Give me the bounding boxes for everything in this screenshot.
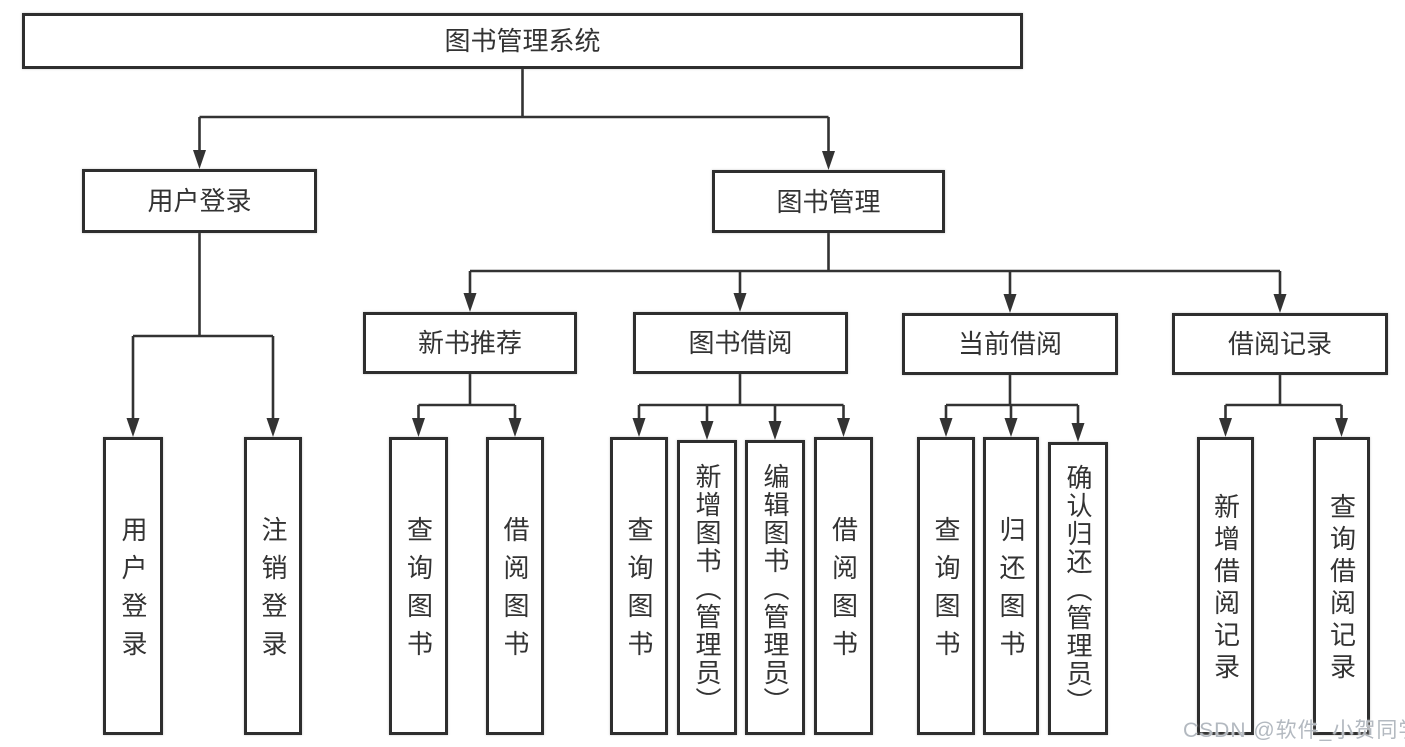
node-book-borrow: 图书借阅 — [633, 312, 848, 374]
node-cb-confirm-return-label: 确认归还（管理员） — [1063, 463, 1093, 716]
node-nb-borrow-books: 借阅图书 — [486, 437, 544, 735]
arrowhead — [412, 418, 425, 437]
node-bb-add-books: 新增图书（管理员） — [677, 440, 737, 735]
arrowhead — [939, 418, 953, 437]
node-cb-return-books: 归还图书 — [983, 437, 1039, 735]
node-book-borrow-label: 图书借阅 — [688, 328, 793, 358]
node-br-query-record: 查询借阅记录 — [1313, 437, 1370, 735]
node-user-login-label: 用户登录 — [147, 186, 252, 216]
arrowhead — [1003, 294, 1017, 313]
node-borrow-records: 借阅记录 — [1172, 313, 1388, 375]
arrowhead — [463, 293, 477, 312]
node-cb-confirm-return: 确认归还（管理员） — [1048, 442, 1108, 735]
node-nb-borrow-books-label: 借阅图书 — [500, 516, 530, 668]
node-cb-return-books-label: 归还图书 — [996, 516, 1026, 668]
arrowhead — [822, 151, 835, 170]
node-current-borrow: 当前借阅 — [902, 313, 1118, 375]
node-nb-query-books-label: 查询图书 — [403, 516, 434, 668]
arrowhead — [733, 293, 747, 312]
node-borrow-records-label: 借阅记录 — [1227, 329, 1332, 359]
node-cb-query-books: 查询图书 — [917, 437, 975, 735]
node-br-add-record-label: 新增借阅记录 — [1210, 493, 1241, 685]
node-new-book-recommend: 新书推荐 — [363, 312, 577, 374]
connector-paths — [131, 69, 1343, 428]
node-user-login-leaf-label: 用户登录 — [118, 516, 148, 668]
arrowhead — [508, 418, 522, 437]
arrowhead — [266, 418, 280, 437]
arrowhead — [1219, 418, 1232, 437]
node-current-borrow-label: 当前借阅 — [957, 329, 1062, 359]
node-bb-add-books-label: 新增图书（管理员） — [692, 462, 722, 715]
arrowhead — [700, 421, 714, 440]
arrowhead — [632, 418, 646, 437]
node-bb-query-books-label: 查询图书 — [624, 516, 654, 668]
node-bb-query-books: 查询图书 — [610, 437, 668, 735]
arrowhead — [1335, 418, 1348, 437]
node-root: 图书管理系统 — [22, 13, 1023, 69]
node-bb-edit-books: 编辑图书（管理员） — [745, 440, 805, 735]
node-user-login: 用户登录 — [82, 169, 317, 233]
node-bb-borrow-books: 借阅图书 — [814, 437, 873, 735]
arrowhead — [837, 418, 850, 437]
node-root-label: 图书管理系统 — [444, 26, 601, 56]
arrowhead — [193, 150, 206, 169]
node-bb-edit-books-label: 编辑图书（管理员） — [760, 462, 790, 715]
arrowhead — [768, 421, 782, 440]
node-logout-label: 注销登录 — [258, 516, 288, 668]
arrowhead — [1273, 294, 1287, 313]
node-new-book-recommend-label: 新书推荐 — [417, 328, 522, 358]
node-book-management-label: 图书管理 — [776, 186, 881, 217]
node-cb-query-books-label: 查询图书 — [931, 516, 961, 668]
arrowhead — [126, 418, 140, 437]
node-bb-borrow-books-label: 借阅图书 — [828, 516, 859, 668]
node-book-management: 图书管理 — [712, 170, 945, 233]
node-br-query-record-label: 查询借阅记录 — [1326, 493, 1357, 685]
node-logout: 注销登录 — [244, 437, 302, 735]
node-user-login-leaf: 用户登录 — [103, 437, 163, 735]
arrowhead — [1004, 418, 1018, 437]
csdn-watermark: CSDN @软件_小贺同学 — [1183, 719, 1405, 742]
node-nb-query-books: 查询图书 — [389, 437, 448, 735]
node-br-add-record: 新增借阅记录 — [1197, 437, 1254, 735]
arrowhead — [1071, 423, 1085, 442]
